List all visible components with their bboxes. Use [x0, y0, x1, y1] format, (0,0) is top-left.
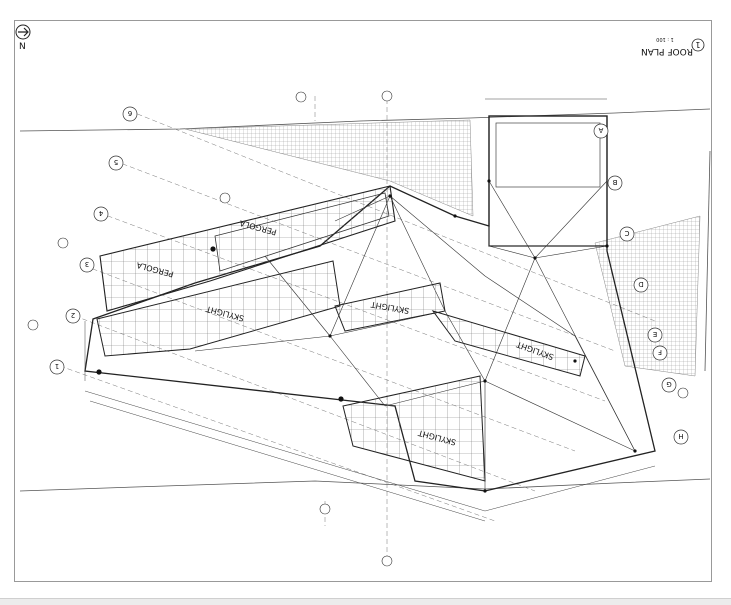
grid-number-labels: 1 2 3 4 5 6 [55, 109, 132, 370]
grid-label-3: 3 [85, 260, 89, 268]
grid-label-4: 4 [98, 209, 103, 217]
grid-label-1: 1 [55, 362, 59, 370]
skylight-west [96, 260, 341, 357]
grid-label-5: 5 [114, 158, 118, 166]
grid-bubbles-numbers [49, 106, 138, 375]
skylight-east [431, 310, 586, 377]
grid-label-h: H [678, 432, 683, 440]
drawing-sheet: N 1 2 3 4 5 6 [14, 20, 712, 582]
north-arrow [15, 24, 31, 40]
roof-plan-drawing: N 1 2 3 4 5 6 [15, 24, 711, 567]
grid-label-6: 6 [127, 109, 132, 117]
north-wing-inner [495, 122, 601, 188]
grid-label-e: E [653, 330, 657, 338]
north-wing [488, 115, 608, 247]
title-number: 1 [695, 40, 700, 49]
section-markers [27, 90, 689, 567]
hatched-area-east [594, 215, 701, 377]
pergola-frame [99, 185, 396, 312]
pergola-inner [214, 192, 390, 272]
grid-label-c: C [624, 229, 629, 237]
site-boundary [19, 108, 711, 492]
skylight-south [342, 375, 486, 482]
bottom-scroll-strip[interactable] [0, 598, 731, 605]
grid-label-a: A [598, 126, 603, 134]
grid-letter-labels: A B C D E F G H [598, 126, 683, 440]
title-scale: 1 : 100 [656, 36, 674, 42]
title-block: 1 ROOF PLAN 1 : 100 [641, 36, 705, 56]
grid-label-d: D [638, 280, 643, 288]
skylight-center [334, 282, 446, 332]
dimension-lines [84, 98, 656, 522]
title-text: ROOF PLAN [641, 46, 693, 56]
grid-label-b: B [612, 178, 617, 186]
grid-label-f: F [658, 348, 662, 356]
grid-label-g: G [666, 380, 671, 388]
grid-label-2: 2 [71, 311, 75, 319]
roof-ridges [194, 180, 636, 491]
hatched-area-north [184, 119, 474, 217]
level-markers [96, 179, 637, 493]
grid-bubbles-letters [593, 123, 689, 445]
north-label: N [19, 42, 26, 52]
